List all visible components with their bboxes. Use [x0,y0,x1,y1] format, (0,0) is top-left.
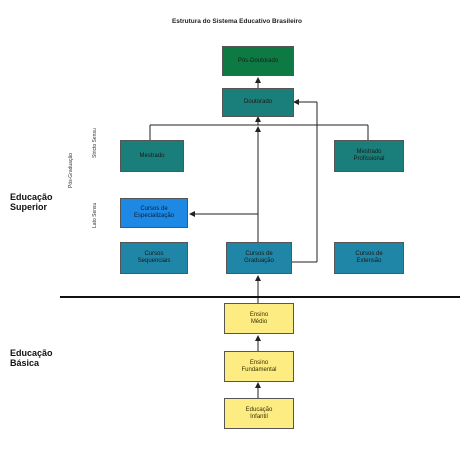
box-mestrado-profissional: Mestrado Profissional [334,140,404,172]
box-cursos-extensao: Cursos de Extensão [334,242,404,274]
label-pos-graduacao: Pós-Graduação [68,152,74,188]
diagram-title: Estrutura do Sistema Educativo Brasileir… [171,18,303,25]
box-ensino-medio: Ensino Médio [224,303,294,334]
box-cursos-sequenciais: Cursos Sequenciais [120,242,188,274]
label-lato-sensu: Lato Sensu [92,202,98,228]
box-ensino-fundamental: Ensino Fundamental [224,351,294,382]
box-pos-doutorado: Pós-Doutorado [222,46,294,76]
section-divider [60,296,460,298]
box-cursos-especializacao: Cursos de Especialização [120,198,188,228]
box-doutorado: Doutorado [222,88,294,117]
box-mestrado: Mestrado [120,140,184,172]
section-educacao-superior: Educação Superior [10,192,53,212]
box-educacao-infantil: Educação Infantil [224,398,294,429]
box-cursos-graduacao: Cursos de Graduação [226,242,292,274]
section-educacao-basica: Educação Básica [10,348,53,368]
label-stricto-sensu: Stricto Sensu [92,128,98,158]
